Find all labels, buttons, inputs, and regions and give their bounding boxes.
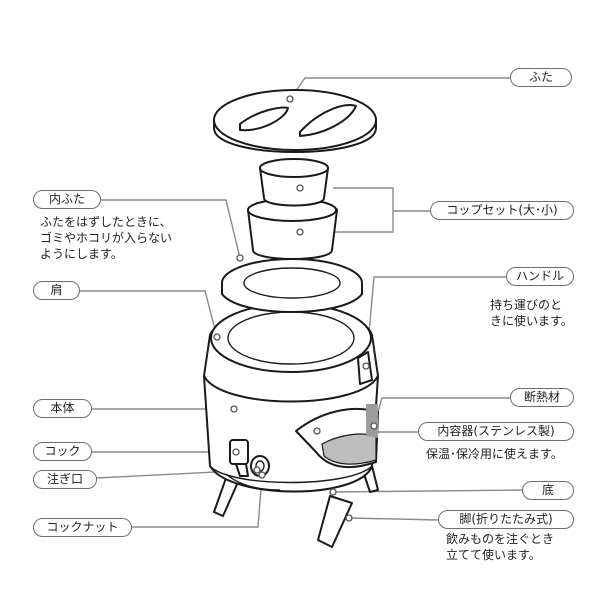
label-soko: 底: [522, 481, 574, 500]
label-sosogiguchi: 注ぎ口: [33, 470, 97, 489]
label-ashi: 脚(折りたたみ式): [438, 510, 574, 529]
leg-front: [317, 495, 353, 548]
label-cup-set: コップセット(大･小): [430, 201, 574, 220]
desc-handle: 持ち運びのと きに使います。: [490, 298, 573, 328]
label-cock-nut: コックナット: [33, 518, 132, 537]
label-cock: コック: [33, 442, 92, 461]
leader-lines: [79, 77, 523, 528]
desc-uchibuta: ふたをはずしたときに、 ゴミやホコリが入らない ようにします。: [40, 215, 173, 261]
label-kata: 肩: [33, 281, 80, 300]
label-uchibuta: 内ふた: [33, 190, 101, 209]
thermos-illustration: [203, 89, 379, 548]
label-hontai: 本体: [33, 399, 92, 418]
desc-ashi: 飲みものを注ぐとき 立てて使います。: [446, 532, 555, 562]
leader-dots: [213, 95, 378, 522]
label-handle: ハンドル: [506, 267, 574, 286]
label-futa: ふた: [510, 68, 572, 87]
label-dannetsuzai: 断熱材: [510, 388, 574, 407]
label-naiyouki: 内容器(ステンレス製): [418, 422, 574, 441]
desc-naiyouki: 保温･保冷用に使えます。: [426, 447, 563, 461]
